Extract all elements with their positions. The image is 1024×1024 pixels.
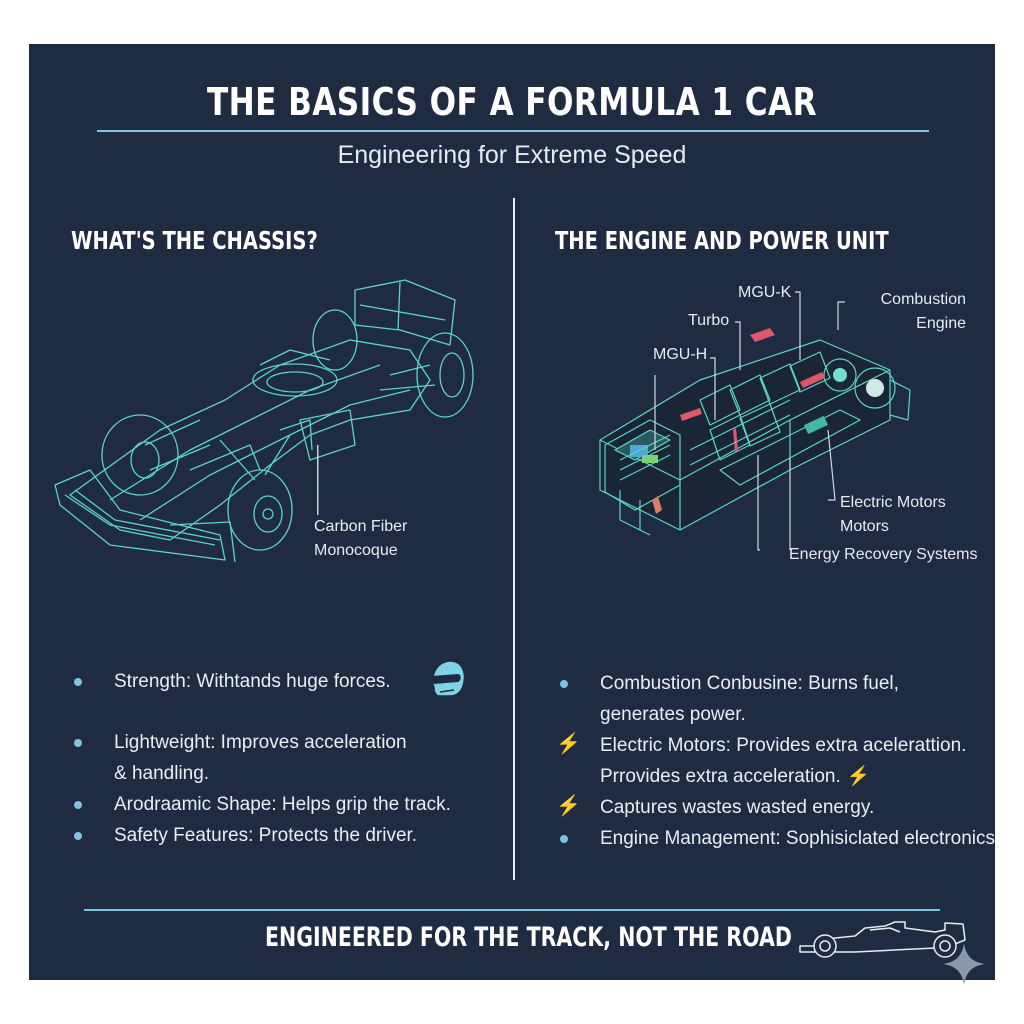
list-item: Safety Features: Protects the driver. [74,820,494,851]
chassis-feature-list: Strength: Withtands huge forces. Lightwe… [74,666,494,851]
footer-rule [84,909,940,911]
turbo-label: Turbo [688,312,730,329]
list-item: Lightweight: Improves acceleration & han… [74,727,494,789]
infographic-panel [29,44,995,980]
list-item: Combustion Conbusine: Burns fuel, genera… [560,668,1000,730]
list-item: Strength: Withtands huge forces. [74,666,494,697]
helmet-icon [432,660,466,697]
bullet-dot [74,678,82,686]
engine-heading: THE ENGINE AND POWER UNIT [555,226,889,255]
footer-tagline: ENGINEERED FOR THE TRACK, NOT THE ROAD [265,922,792,953]
callout-label: Monocoque [314,542,398,559]
lightning-bolt-icon: ⚡ [556,795,581,817]
list-item: Engine Management: Sophisiclated electro… [560,823,1000,854]
bullet-dot [74,739,82,747]
bullet-dot [560,680,568,688]
bullet-dot [560,835,568,843]
lightning-bolt-icon: ⚡ [846,766,871,787]
engine-callout-leaders [654,291,845,551]
list-item: ⚡ Captures wastes wasted energy. [556,795,875,818]
bullet-dot [74,801,82,809]
title-underline [97,130,929,132]
list-item: ⚡ Electric Motors: Provides extra aceler… [556,733,967,787]
electric-motors-label: Electric Motors Motors [840,494,946,535]
callout-leader-line [317,445,319,515]
page-title: THE BASICS OF A FORMULA 1 CAR [206,80,817,124]
ers-label: Energy Recovery Systems [789,546,978,563]
lightning-bolt-icon: ⚡ [556,733,581,755]
engine-feature-list: Combustion Conbusine: Burns fuel, genera… [556,668,1000,854]
combustion-engine-label: Combustion Engine [880,291,966,332]
f1-car-icon [799,921,966,958]
list-item: Arodraamic Shape: Helps grip the track. [74,789,494,820]
sparkle-icon [943,943,985,985]
callout-label: Carbon Fiber [314,518,408,535]
chassis-wireframe-illustration [54,279,474,563]
mgu-h-label: MGU-H [653,346,708,363]
chassis-heading: WHAT'S THE CHASSIS? [71,226,318,255]
bullet-dot [74,832,82,840]
page-subtitle: Engineering for Extreme Speed [337,141,687,169]
mgu-k-label: MGU-K [738,284,792,301]
chassis-callout: Carbon Fiber Monocoque [314,445,408,563]
column-divider [513,198,515,880]
